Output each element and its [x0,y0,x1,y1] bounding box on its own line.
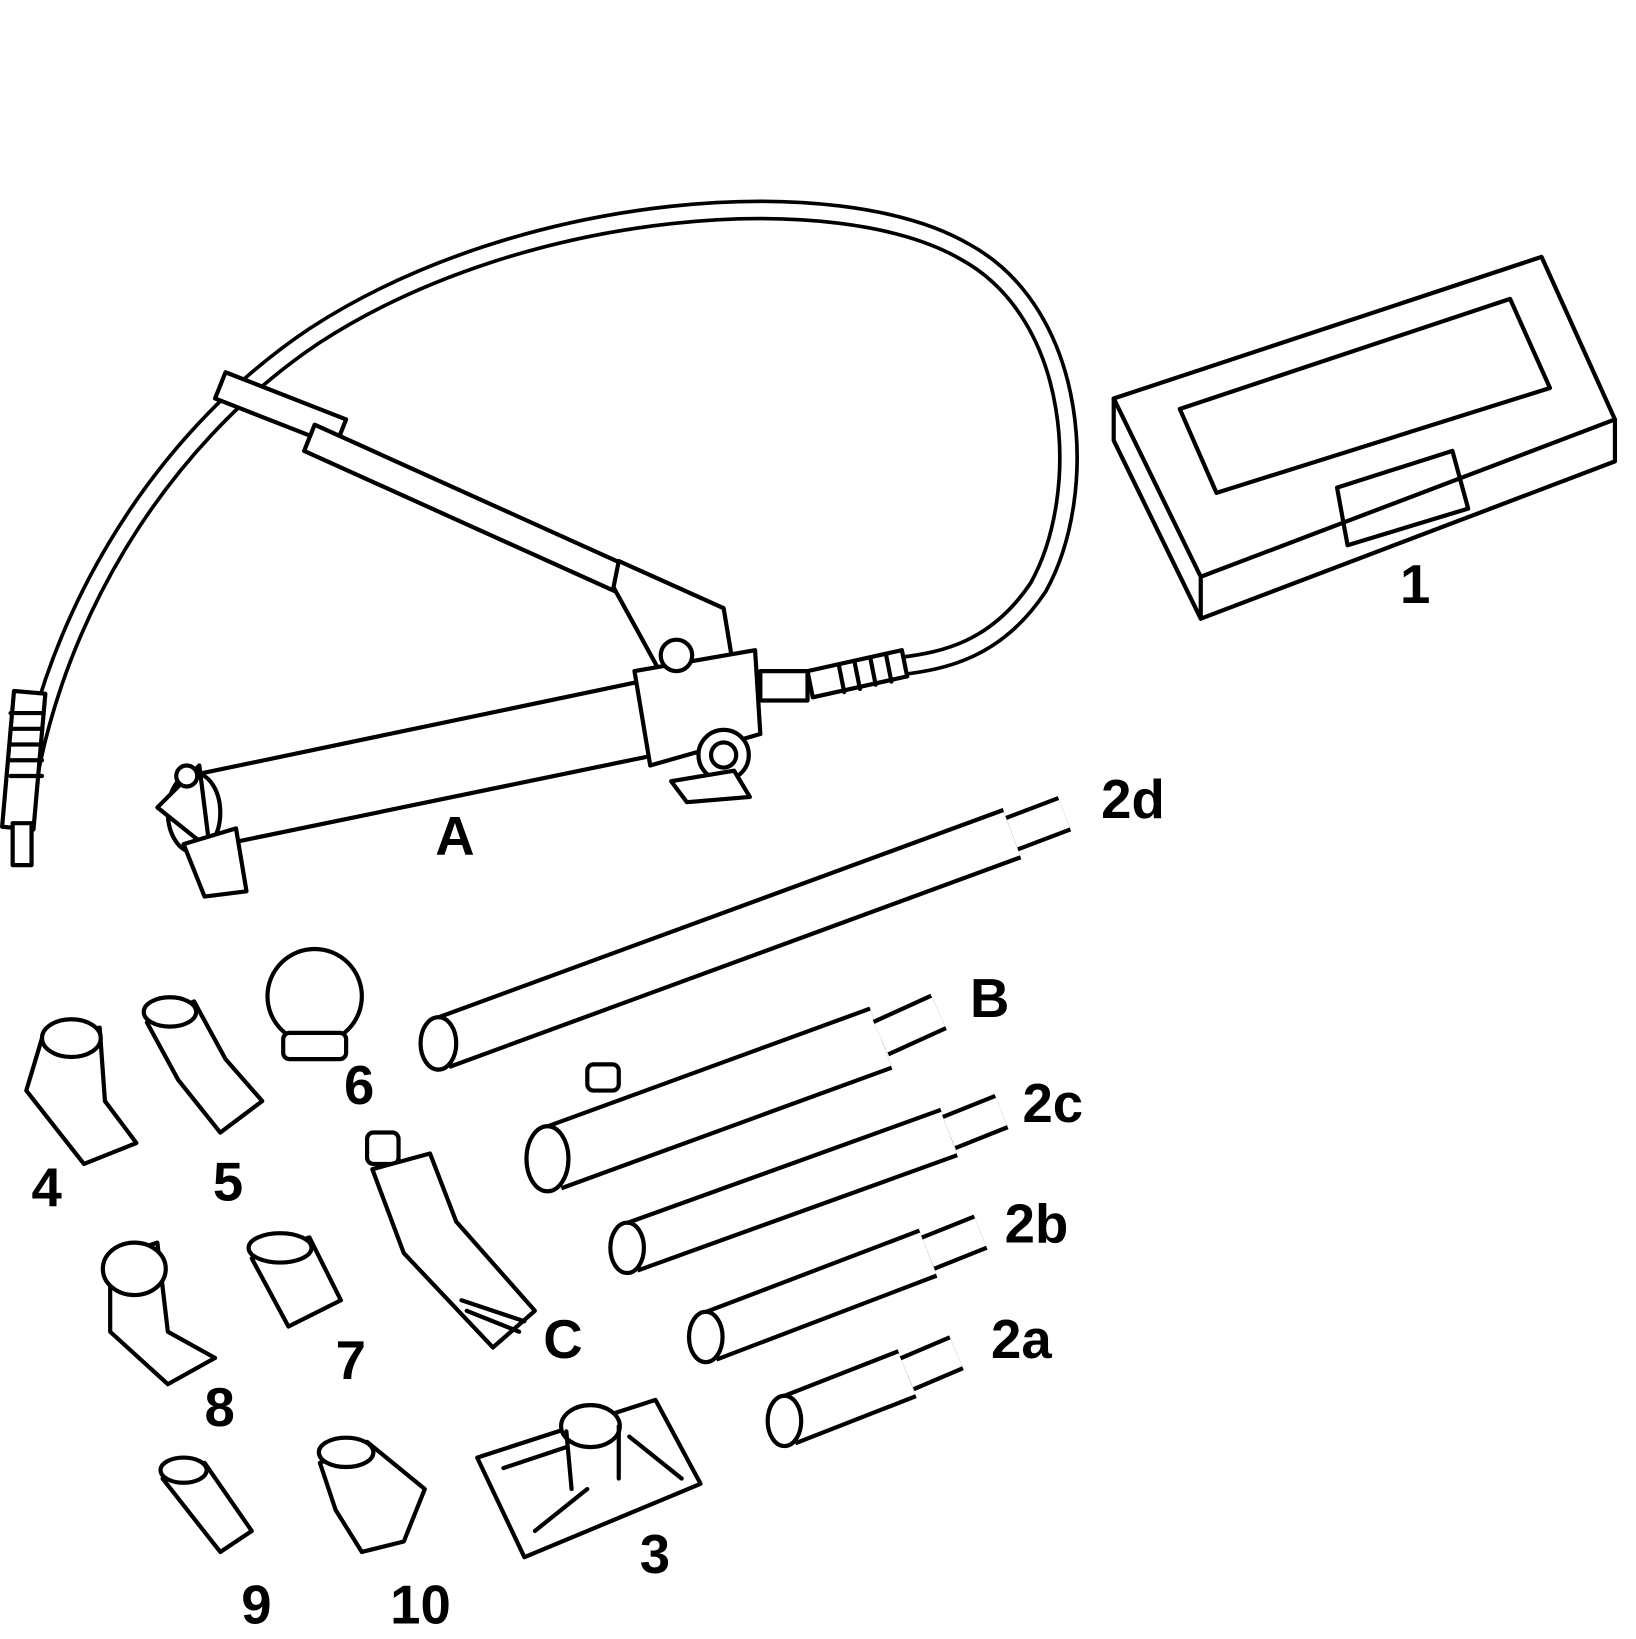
storage-case [1111,254,1618,621]
label-pump: A [435,806,474,867]
label-spreader: C [543,1309,582,1370]
label-tube-2b: 2b [1005,1194,1069,1255]
label-part-5: 5 [213,1152,243,1213]
label-part-10: 10 [390,1574,451,1635]
extension-tubes [418,796,1072,1449]
label-ram: B [970,968,1009,1029]
hand-pump [155,370,910,899]
label-part-9: 9 [241,1574,271,1635]
label-base-plate: 3 [640,1524,670,1585]
label-part-4: 4 [32,1157,63,1218]
hydraulic-hose [0,199,1079,868]
label-part-6: 6 [344,1055,374,1116]
part-labels: 1 A 2d B 2c 2b 2a C 3 4 5 6 7 8 9 10 [32,554,1431,1635]
label-tube-2d: 2d [1101,769,1165,830]
label-part-7: 7 [336,1330,366,1391]
label-tube-2c: 2c [1022,1073,1083,1134]
label-case: 1 [1400,554,1430,615]
attachments [24,946,703,1560]
label-tube-2a: 2a [991,1309,1052,1370]
label-part-8: 8 [205,1377,235,1438]
